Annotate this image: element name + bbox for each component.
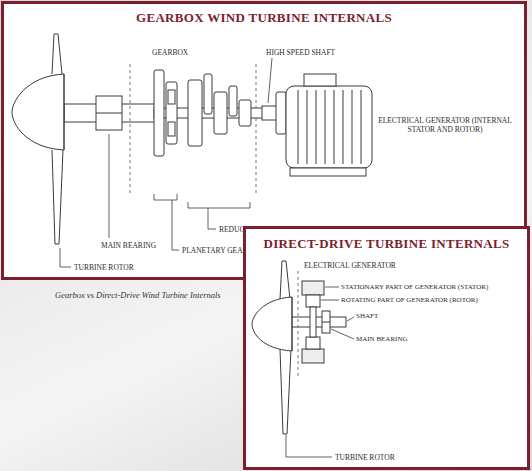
part-label: ELECTRICAL GENERATOR (INTERNAL STATOR AN… bbox=[370, 116, 520, 135]
part-label: PLANETARY GEARS bbox=[182, 246, 252, 255]
part-label: MAIN BEARING bbox=[356, 335, 408, 344]
part-label: TURBINE ROTOR bbox=[335, 453, 395, 462]
panel-heading: GEARBOX WIND TURBINE INTERNALS bbox=[136, 10, 392, 26]
part-label: ELECTRICAL GENERATOR bbox=[304, 261, 396, 270]
part-label: SHAFT bbox=[356, 312, 378, 321]
panel-heading: DIRECT-DRIVE TURBINE INTERNALS bbox=[264, 236, 510, 252]
part-label: TURBINE ROTOR bbox=[74, 263, 134, 272]
diagram-panel: DIRECT-DRIVE TURBINE INTERNALS ELECTRICAL… bbox=[243, 226, 530, 470]
part-label: HIGH SPEED SHAFT bbox=[266, 48, 335, 57]
part-label: GEARBOX bbox=[152, 48, 188, 57]
part-label: STATIONARY PART OF GENERATOR (STATOR) bbox=[341, 283, 488, 292]
figure-caption: Gearbox vs Direct-Drive Wind Turbine Int… bbox=[55, 290, 221, 300]
part-label: ROTATING PART OF GENERATOR (ROTOR) bbox=[341, 296, 478, 305]
part-label: MAIN BEARING bbox=[101, 241, 156, 250]
